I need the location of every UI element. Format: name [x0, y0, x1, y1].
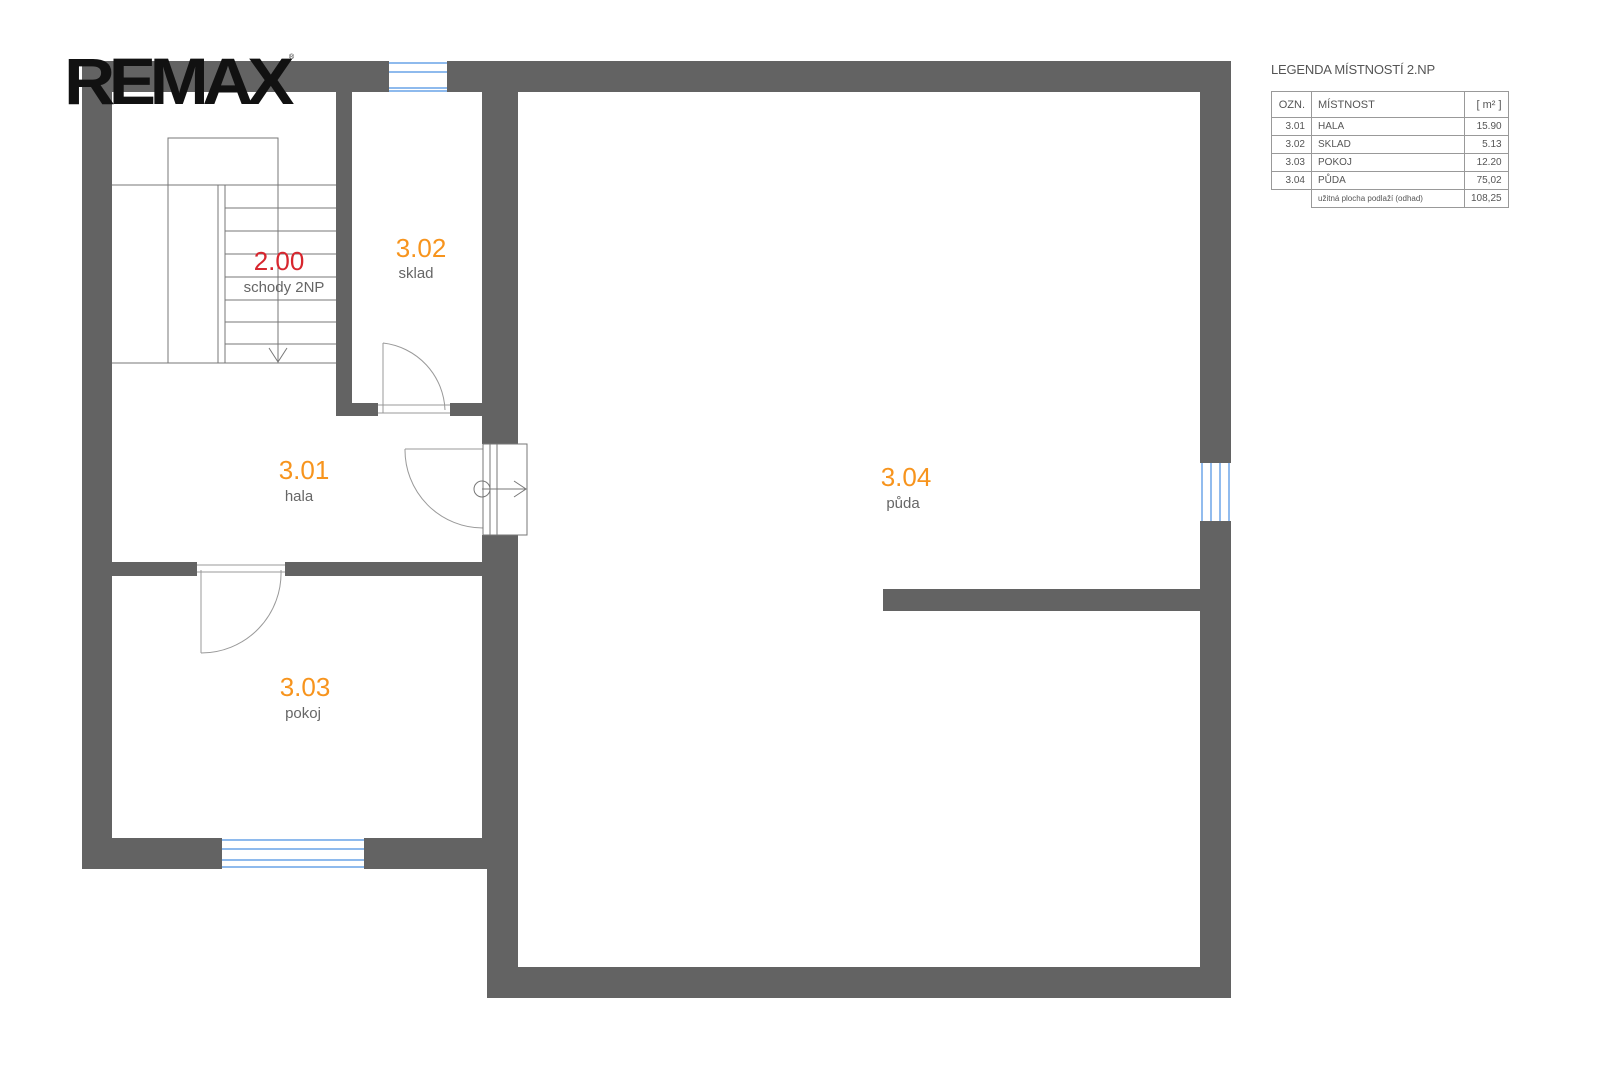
room-label-stairs: 2.00 schody 2NP [244, 246, 325, 296]
staircase [112, 137, 336, 364]
stair-arrow-icon [268, 347, 288, 363]
room-name: pokoj [285, 705, 321, 722]
cell-name: PŮDA [1311, 171, 1465, 190]
cell-area: 5.13 [1464, 135, 1509, 154]
legend-title: LEGENDA MÍSTNOSTÍ 2.NP [1271, 62, 1435, 77]
empty-cell [1272, 190, 1312, 208]
room-number: 3.04 [881, 462, 932, 492]
header-ozn: OZN. [1271, 91, 1312, 118]
remax-logo: REMAX ® [64, 44, 300, 118]
room-number: 3.03 [280, 672, 331, 702]
table-row: 3.04 PŮDA 75,02 [1271, 171, 1509, 190]
total-label: užitná plocha podlaží (odhad) [1311, 189, 1465, 208]
table-header: OZN. MÍSTNOST [ m² ] [1271, 91, 1509, 118]
table-total-row: užitná plocha podlaží (odhad) 108,25 [1272, 189, 1509, 208]
room-name: sklad [398, 265, 433, 282]
room-label-pokoj: 3.03 pokoj [280, 672, 331, 722]
cell-ozn: 3.03 [1271, 153, 1312, 172]
table-row: 3.03 POKOJ 12.20 [1271, 153, 1509, 172]
door-hala [404, 443, 528, 536]
room-number: 2.00 [254, 246, 305, 276]
svg-text:®: ® [289, 53, 295, 61]
room-number: 3.02 [396, 233, 447, 263]
header-mistnost: MÍSTNOST [1311, 91, 1465, 118]
room-label-puda: 3.04 půda [881, 462, 932, 512]
cell-name: HALA [1311, 117, 1465, 136]
room-legend: LEGENDA MÍSTNOSTÍ 2.NP OZN. MÍSTNOST [ m… [1271, 62, 1509, 208]
room-name: schody 2NP [244, 279, 325, 296]
legend-table: OZN. MÍSTNOST [ m² ] 3.01 HALA 15.90 3.0… [1271, 91, 1509, 208]
svg-text:REMAX: REMAX [64, 44, 294, 118]
window-bottom [222, 839, 364, 868]
door-pokoj [197, 564, 285, 654]
table-row: 3.02 SKLAD 5.13 [1271, 135, 1509, 154]
cell-ozn: 3.02 [1271, 135, 1312, 154]
walls [82, 61, 1231, 998]
total-value: 108,25 [1464, 189, 1509, 208]
cell-area: 12.20 [1464, 153, 1509, 172]
room-label-hala: 3.01 hala [279, 455, 330, 505]
cell-name: SKLAD [1311, 135, 1465, 154]
room-name: hala [285, 488, 314, 505]
table-row: 3.01 HALA 15.90 [1271, 117, 1509, 136]
cell-area: 75,02 [1464, 171, 1509, 190]
header-area: [ m² ] [1464, 91, 1509, 118]
door-sklad [378, 342, 450, 414]
cell-area: 15.90 [1464, 117, 1509, 136]
cell-name: POKOJ [1311, 153, 1465, 172]
room-label-sklad: 3.02 sklad [396, 233, 447, 282]
room-name: půda [886, 495, 920, 512]
cell-ozn: 3.04 [1271, 171, 1312, 190]
window-top [389, 62, 447, 92]
room-number: 3.01 [279, 455, 330, 485]
window-right [1201, 463, 1230, 521]
cell-ozn: 3.01 [1271, 117, 1312, 136]
